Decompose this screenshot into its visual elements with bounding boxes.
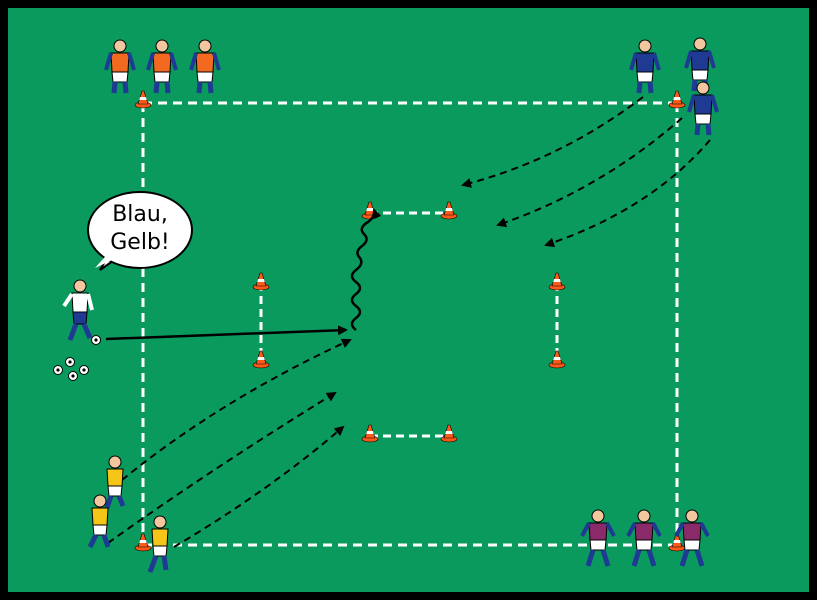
player-icon [674, 509, 710, 567]
player-icon [626, 509, 662, 567]
drill-square [141, 101, 679, 547]
player-icon [147, 515, 169, 573]
player-icon [687, 81, 719, 136]
pass-arrows [105, 208, 382, 341]
speech-bubble [87, 191, 193, 271]
player-icon [104, 39, 136, 94]
coach-player-icon [62, 279, 94, 341]
mini-gates [259, 211, 559, 438]
player-icon [87, 494, 111, 549]
player-icon [580, 509, 616, 567]
player-icon [629, 39, 661, 94]
player-icon [146, 39, 178, 94]
player-icon [104, 455, 126, 509]
run-arrows [107, 96, 711, 548]
player-icon [189, 39, 221, 94]
